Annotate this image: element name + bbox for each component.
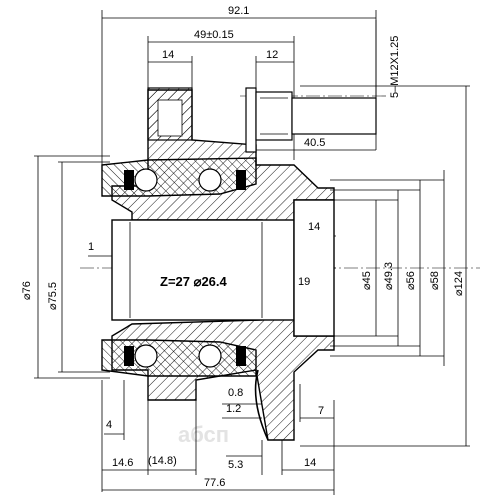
dim-19: 19 [298,276,310,288]
bearing-balls [124,168,246,368]
dim-14-6: 14.6 [112,457,133,469]
dim-49: 49±0.15 [194,29,234,41]
thread-spec: 5–M12X1.25 [389,36,401,98]
dim-d45: ⌀45 [361,271,373,290]
dim-d124: ⌀124 [453,271,465,296]
dim-d49-3: ⌀49.3 [383,262,395,290]
dim-d75-5: ⌀75.5 [47,282,59,310]
dim-0-8: 0.8 [228,387,243,399]
dim-5-3: 5.3 [228,459,243,471]
spline-teeth: Z=27 ⌀26.4 [160,274,228,289]
dim-92-1: 92.1 [228,5,249,17]
dim-40-5: 40.5 [304,137,325,149]
dim-12-top: 12 [266,49,278,61]
dim-7: 7 [318,405,324,417]
dim-14-8: (14.8) [148,455,177,467]
dim-d56: ⌀56 [405,271,417,290]
dim-4: 4 [106,419,112,431]
dim-1-2: 1.2 [226,403,241,415]
dim-d76: ⌀76 [21,281,33,300]
dim-14-top: 14 [162,49,174,61]
watermark: абсп [178,422,229,447]
dim-77-6: 77.6 [204,477,225,489]
dim-14-bottom: 14 [304,457,316,469]
dim-14-bore: 14 [308,221,320,233]
dim-1: 1 [88,241,94,253]
dim-d58: ⌀58 [429,271,441,290]
